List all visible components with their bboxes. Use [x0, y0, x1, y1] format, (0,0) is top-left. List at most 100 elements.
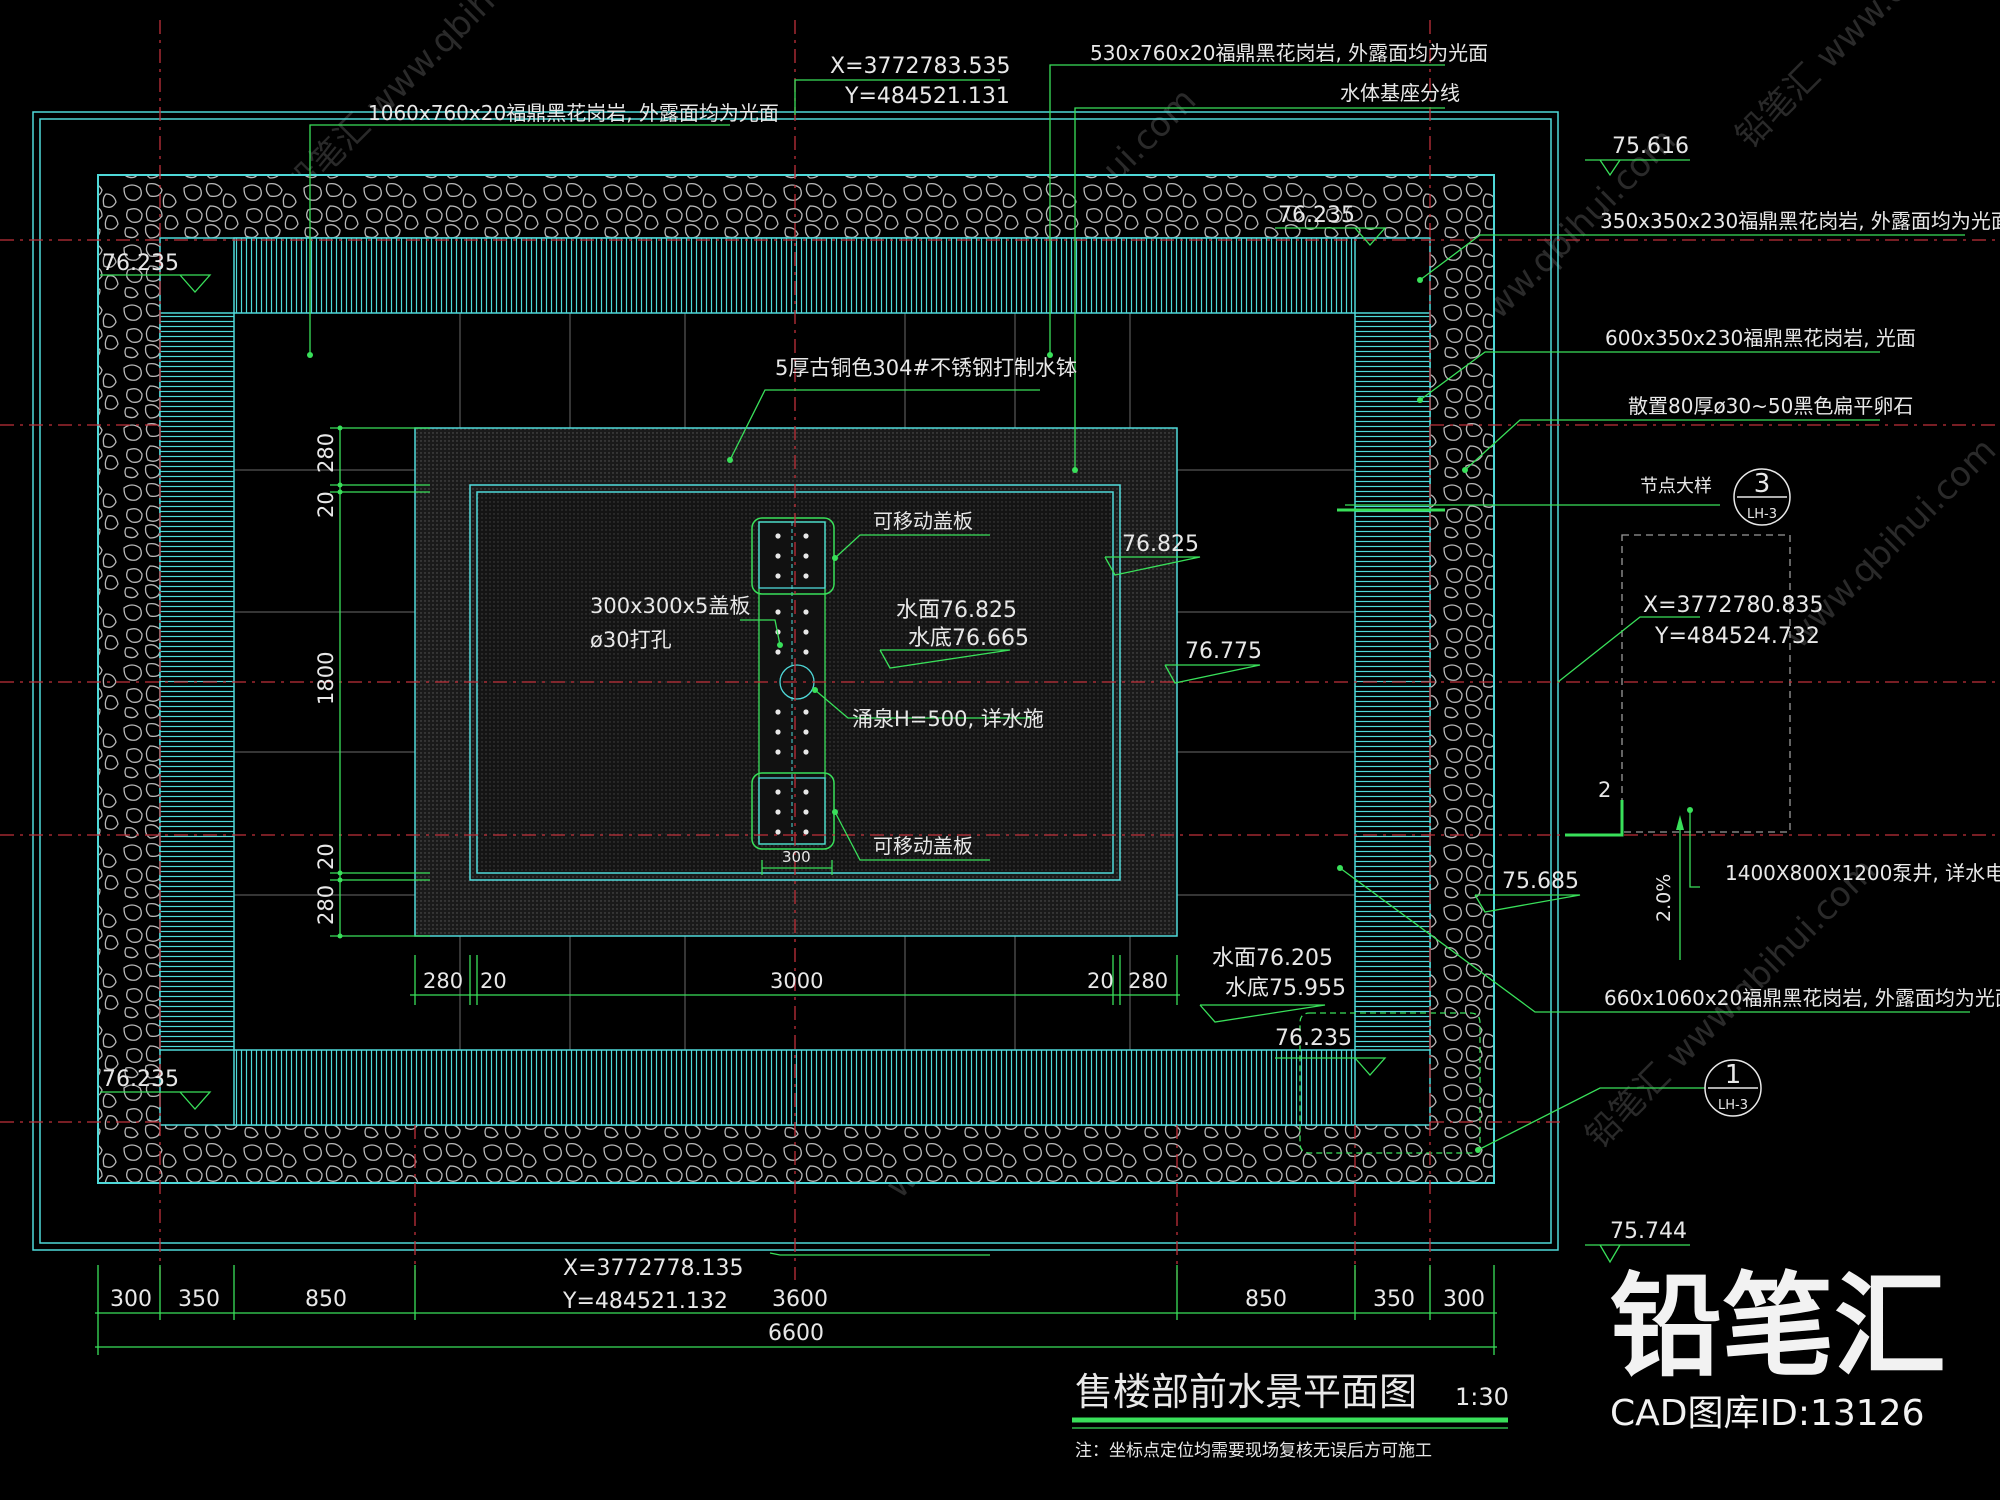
- grate-hole: [775, 609, 781, 615]
- grate-hole: [775, 789, 781, 795]
- watermark-text: 铅笔汇 www.qbihui.com: [1728, 0, 2000, 156]
- dim-vertical-280-top: 280: [314, 433, 338, 473]
- detail-area-outline: [1299, 1012, 1481, 1154]
- drawing-title: 售楼部前水景平面图: [1075, 1370, 1417, 1414]
- node-callout-1: [1704, 1059, 1762, 1117]
- grate-holes: [775, 533, 809, 835]
- dim-basin-20-right: 20: [1087, 969, 1114, 993]
- coord-right-x: X=3772780.835: [1643, 593, 1823, 618]
- elev-basin-rim: 76.825: [1122, 532, 1199, 557]
- node-callout-3: [1733, 468, 1791, 526]
- grate-hole: [775, 709, 781, 715]
- dim-basin-280-right: 280: [1128, 969, 1168, 993]
- elev-water-upper-surface: 水面76.825: [896, 598, 1017, 623]
- callout-pebbles: 散置80厚ø30~50黑色扁平卵石: [1628, 394, 1913, 418]
- elev-right-side: 75.685: [1502, 869, 1579, 894]
- pump-well-outline: [1621, 534, 1791, 833]
- callout-granite-1060: 1060x760x20福鼎黑花岗岩, 外露面均为光面: [368, 101, 779, 125]
- grate-hole: [775, 553, 781, 559]
- slope-bracket: [1565, 800, 1624, 837]
- drawing-note: 注：坐标点定位均需要现场复核无误后方可施工: [1075, 1441, 1432, 1461]
- grate-hole: [775, 649, 781, 655]
- slope-mark-number: 2: [1598, 778, 1611, 802]
- grate-hole: [803, 649, 809, 655]
- slope-value: 2.0%: [1653, 874, 1675, 922]
- dim-bottom-350-left: 350: [178, 1287, 220, 1312]
- grate-hole: [803, 789, 809, 795]
- dim-total-6600: 6600: [768, 1321, 824, 1346]
- callout-granite-660: 660x1060x20福鼎黑花岗岩, 外露面均为光面: [1604, 986, 2000, 1010]
- grate-hole: [803, 553, 809, 559]
- grate-hole: [803, 729, 809, 735]
- callout-cover-plate-bottom: 可移动盖板: [873, 834, 973, 858]
- coord-bottom-y: Y=484521.132: [562, 1289, 728, 1314]
- grate-hole: [803, 609, 809, 615]
- elev-left-bottom: 76.235: [102, 1067, 179, 1092]
- callout-node-detail: 节点大样: [1640, 476, 1712, 497]
- center-grate: [758, 521, 826, 845]
- watermark-text: www.qbihui.com: [1778, 430, 2000, 656]
- grate-hole: [803, 533, 809, 539]
- brand-logo: 铅笔汇: [1610, 1262, 1946, 1392]
- dim-basin-280-left: 280: [423, 969, 463, 993]
- grate-hole: [775, 809, 781, 815]
- dim-bottom-300-right: 300: [1443, 1287, 1485, 1312]
- brand-library-id: CAD图库ID:13126: [1610, 1393, 1924, 1434]
- dim-bottom-850-right: 850: [1245, 1287, 1287, 1312]
- elev-water-lower-bottom: 水底75.955: [1225, 976, 1346, 1001]
- elevation-markers: [100, 159, 1690, 1264]
- elev-water-upper-bottom: 水底76.665: [908, 626, 1029, 651]
- grate-hole: [775, 533, 781, 539]
- dim-vertical-280-bottom: 280: [314, 885, 338, 925]
- callout-granite-530: 530x760x20福鼎黑花岗岩, 外露面均为光面: [1090, 41, 1488, 65]
- dim-bottom-3600: 3600: [772, 1287, 828, 1312]
- grate-hole: [803, 709, 809, 715]
- elev-bottom-right-inner: 76.235: [1275, 1026, 1352, 1051]
- dim-grate-width: 300: [782, 848, 811, 866]
- dim-vertical-20-bottom: 20: [314, 843, 338, 870]
- callout-cover-plate-top: 可移动盖板: [873, 509, 973, 533]
- leader-lines: [309, 64, 1970, 1256]
- callout-grate-line1: 300x300x5盖板: [590, 594, 750, 618]
- callout-pump-well: 1400X800X1200泵井, 详水电图: [1725, 861, 2000, 885]
- vertical-dimension-ticks: [337, 425, 343, 939]
- elev-water-lower-surface: 水面76.205: [1212, 946, 1333, 971]
- node1-number: 1: [1725, 1060, 1742, 1090]
- grate-hole: [775, 749, 781, 755]
- vertical-dimension-chain: [330, 427, 430, 937]
- leader-dots: [307, 277, 1693, 1153]
- edge-band-bottom: [233, 1049, 1356, 1126]
- slope-arrowhead: [1676, 815, 1684, 830]
- node3-number: 3: [1754, 469, 1771, 499]
- dim-vertical-20-top: 20: [314, 491, 338, 518]
- node3-ref: LH-3: [1747, 507, 1777, 522]
- centerlines: [0, 20, 2000, 1280]
- callout-granite-350: 350x350x230福鼎黑花岗岩, 外露面均为光面: [1600, 209, 2000, 233]
- coord-top-x: X=3772783.535: [830, 54, 1010, 79]
- dim-bottom-850-left: 850: [305, 1287, 347, 1312]
- callout-basin-line: 水体基座分线: [1340, 81, 1460, 105]
- elev-outer-top-right: 75.616: [1612, 134, 1689, 159]
- elev-left-top: 76.235: [102, 251, 179, 276]
- dim-bottom-350-right: 350: [1373, 1287, 1415, 1312]
- node1-ref: LH-3: [1718, 1098, 1748, 1113]
- callout-fountain: 涌泉H=500, 详水施: [852, 707, 1044, 731]
- coord-bottom-x: X=3772778.135: [563, 1256, 743, 1281]
- grate-hole: [803, 829, 809, 835]
- dim-basin-3000: 3000: [770, 969, 823, 993]
- coord-right-y: Y=484524.732: [1654, 624, 1820, 649]
- coord-top-y: Y=484521.131: [844, 84, 1010, 109]
- elev-top-right-inner: 76.235: [1278, 203, 1355, 228]
- grate-hole: [775, 829, 781, 835]
- grate-hole: [775, 729, 781, 735]
- grate-hole: [803, 573, 809, 579]
- callout-steel-trough: 5厚古铜色304#不锈钢打制水钵: [775, 356, 1077, 380]
- callout-granite-600: 600x350x230福鼎黑花岗岩, 光面: [1605, 326, 1916, 350]
- grate-hole: [775, 573, 781, 579]
- dim-bottom-300-left: 300: [110, 1287, 152, 1312]
- dim-basin-20-left: 20: [480, 969, 507, 993]
- elev-outer-bottom-right: 75.744: [1610, 1219, 1687, 1244]
- grate-hole: [803, 749, 809, 755]
- grate-hole: [803, 629, 809, 635]
